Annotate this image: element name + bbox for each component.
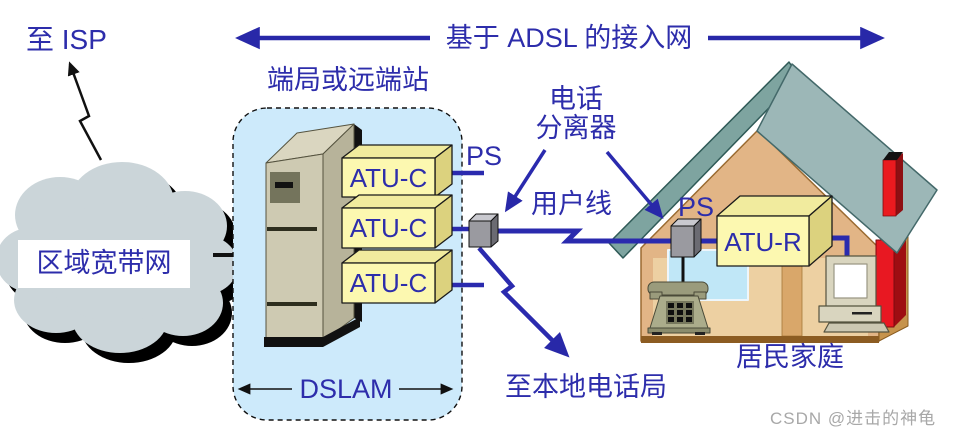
atuc-box-3 xyxy=(341,249,453,304)
subscriber-line xyxy=(491,228,717,244)
watermark: CSDN @进击的神龟 xyxy=(770,409,937,428)
atuc-box-2 xyxy=(341,194,453,249)
splitter-callout-arrow-left xyxy=(504,149,547,213)
splitter-callout-arrow-right xyxy=(605,150,664,219)
computer-icon xyxy=(818,255,890,333)
top-arrow-label: 基于 ADSL 的接入网 xyxy=(445,23,693,53)
cloud-label-box: 区域宽带网 xyxy=(18,240,190,288)
lightning-arrow-phone-office xyxy=(477,246,570,358)
dslam-label: DSLAM xyxy=(299,374,393,404)
splitter-box-house xyxy=(670,218,702,258)
chimney-icon xyxy=(882,152,903,217)
atuc-label-2: ATU-C xyxy=(349,213,428,243)
phone-office-label: 至本地电话局 xyxy=(505,372,667,402)
splitter-callout-label: 电话 分离器 xyxy=(520,84,632,144)
atur-label: ATU-R xyxy=(724,227,802,257)
house-floor xyxy=(641,336,879,343)
cloud-label: 区域宽带网 xyxy=(36,248,172,279)
atuc-box-1 xyxy=(341,144,453,198)
isp-label: 至 ISP xyxy=(26,24,107,55)
lightning-arrow-isp xyxy=(67,61,103,161)
atur-box xyxy=(716,195,833,267)
telephone-icon xyxy=(647,281,711,335)
splitter-box-left xyxy=(468,213,499,248)
interior-divider xyxy=(781,257,803,337)
ps-label-left: PS xyxy=(466,141,503,171)
central-office-label: 端局或远端站 xyxy=(267,65,429,95)
door xyxy=(875,237,906,328)
atuc-label-3: ATU-C xyxy=(349,268,428,298)
splitter-callout-line1: 电话 xyxy=(549,84,603,114)
ps-label-house: PS xyxy=(678,192,715,222)
splitter-callout-line2: 分离器 xyxy=(535,113,617,144)
subscriber-line-label: 用户线 xyxy=(531,189,612,219)
home-label: 居民家庭 xyxy=(736,342,844,372)
atuc-label-1: ATU-C xyxy=(349,163,428,193)
